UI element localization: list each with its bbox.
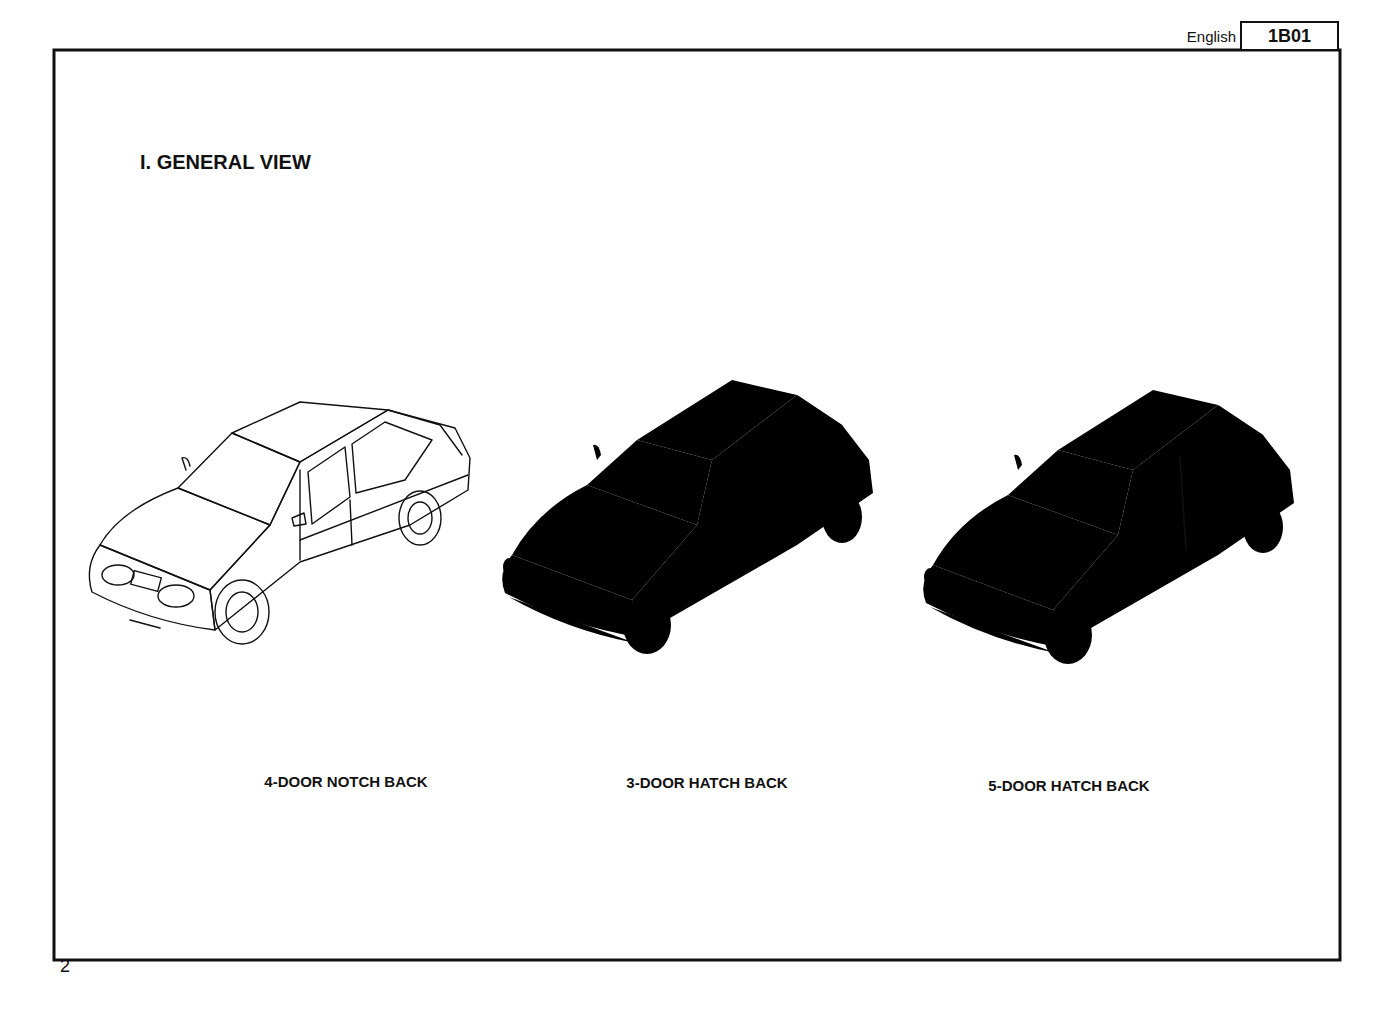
three-door-hatchback-car	[502, 380, 873, 654]
car-caption: 4-DOOR NOTCH BACK	[264, 773, 427, 790]
section-title: I. GENERAL VIEW	[140, 151, 311, 174]
car-caption: 5-DOOR HATCH BACK	[988, 777, 1149, 794]
five-door-hatchback-car	[923, 390, 1294, 664]
notchback-car	[89, 402, 470, 644]
language-label: English	[1187, 28, 1236, 45]
page-number: 2	[60, 956, 70, 977]
page-code: 1B01	[1268, 26, 1311, 47]
page-frame	[54, 50, 1340, 960]
car-caption: 3-DOOR HATCH BACK	[626, 774, 787, 791]
page-code-box: 1B01	[1240, 21, 1339, 51]
